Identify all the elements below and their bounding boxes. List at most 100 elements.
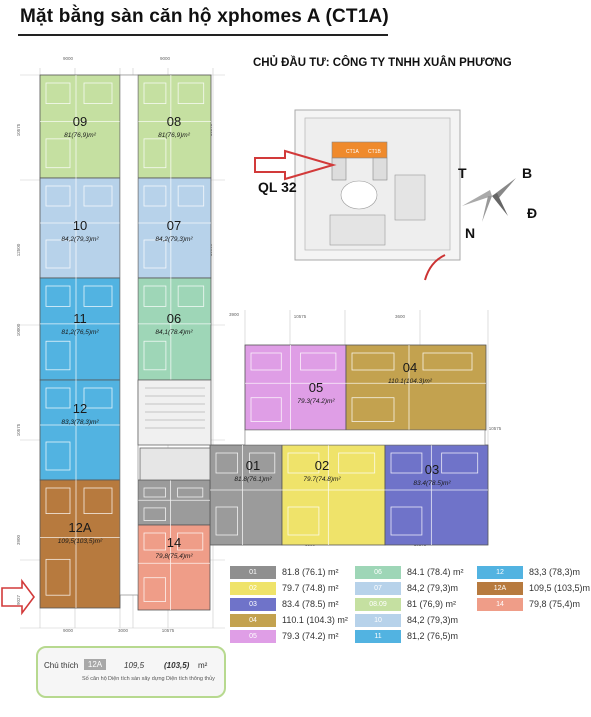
dimension-label: 10575	[294, 314, 307, 319]
key-net: (103,5)	[164, 661, 190, 670]
room-outline	[287, 452, 320, 474]
room-outline	[250, 397, 282, 422]
compass-label: B	[522, 165, 532, 181]
building-wing	[372, 157, 388, 181]
dimension-label: 3900	[229, 312, 240, 317]
dimension-label: 10575	[16, 423, 21, 436]
compass-label: T	[458, 165, 467, 181]
building-ct1-highlight	[331, 141, 388, 159]
legend-swatch: 08.09	[355, 597, 401, 611]
apartment-labels: 0981(76,9)m²0881(76,9)m²1084,2(79,3)m²07…	[58, 114, 452, 560]
apartment-05-label: 05	[309, 380, 323, 395]
corridor	[119, 74, 139, 596]
page-title: Mặt bằng sàn căn hộ xphomes A (CT1A)	[20, 6, 389, 27]
room-outline	[287, 506, 320, 536]
apartment-02-block	[281, 444, 386, 546]
dimension-label: 10575	[489, 426, 502, 431]
compass-icon	[492, 193, 508, 216]
room-outline	[83, 387, 113, 409]
corridor	[244, 429, 486, 446]
zone-label: CT1B	[368, 149, 381, 155]
apartment-12A-area: 109,5(103,5)m²	[58, 538, 103, 545]
dimension-label: 3900	[16, 534, 21, 545]
courtyard	[340, 180, 378, 210]
apartment-08-area: 81(76,9)m²	[158, 132, 191, 139]
apartment-01-label: 01	[246, 458, 260, 473]
room-outline	[143, 285, 167, 307]
apartment-11-label: 11	[73, 311, 87, 326]
legend-swatch: 12	[477, 565, 523, 579]
dimension-label: 3600	[395, 314, 406, 319]
apartment-12A-block	[39, 479, 121, 609]
apartment-09-area: 81(76,9)m²	[64, 132, 97, 139]
apartment-01-block	[137, 479, 211, 526]
legend-text: 79.7 (74.8) m²	[282, 583, 339, 593]
room-outline	[215, 506, 239, 536]
room-outline	[177, 185, 205, 207]
compass-label: Đ	[527, 205, 537, 221]
room-outline	[250, 352, 282, 371]
legend-swatch: 06	[355, 565, 401, 579]
room-outline	[83, 487, 113, 515]
legend-text: 81 (76,9) m²	[407, 599, 457, 609]
room-outline	[441, 452, 479, 474]
dimension-label: 12500	[16, 243, 21, 256]
legend-text: 79.3 (74.2) m²	[282, 631, 339, 641]
apartment-03-block	[384, 444, 489, 546]
key-sub-net: Diện tích thông thủy	[166, 676, 215, 682]
dimension-label: 9027	[16, 594, 21, 605]
compass-icon	[482, 196, 492, 222]
room-outline	[390, 506, 423, 536]
apartment-12-label: 12	[73, 401, 87, 416]
room-outline	[45, 185, 71, 207]
apartment-01-area: 81.8(76.1)m²	[234, 476, 272, 483]
dimension-label: 10575	[16, 123, 21, 136]
dimension-label: 3000	[118, 628, 129, 633]
legend-text: 83,3 (78,3)m	[529, 567, 581, 577]
legend-swatch: 05	[230, 629, 276, 643]
room-outline	[300, 352, 337, 371]
legend-swatch: 01	[230, 565, 276, 579]
apartment-05-block	[244, 344, 347, 431]
road-arrow-icon	[254, 149, 337, 181]
key-title: Chú thích	[44, 661, 79, 670]
apartment-08-label: 08	[167, 114, 181, 129]
apartment-09-block	[39, 74, 121, 179]
apartment-02-area: 79.7(74.8)m²	[303, 476, 341, 483]
room-outline	[83, 185, 113, 207]
room-outline	[83, 82, 113, 105]
stair-core	[137, 379, 212, 446]
room-outline	[143, 82, 167, 105]
apartment-14-block	[137, 524, 211, 611]
key-unit: m²	[198, 661, 208, 670]
legend-text: 83.4 (78.5) m²	[282, 599, 339, 609]
key-area: 109,5	[124, 661, 145, 670]
apartment-14-area: 79,8(75,4)m²	[155, 553, 193, 560]
legend-swatch: 10	[355, 613, 401, 627]
apartment-04-label: 04	[403, 360, 417, 375]
apartment-07-area: 84,2(79,3)m²	[155, 236, 193, 243]
room-outline	[143, 138, 167, 169]
room-outline	[83, 285, 113, 307]
legend-text: 109,5 (103,5)m	[529, 583, 591, 593]
compass-icon	[492, 178, 516, 199]
room-outline	[177, 532, 204, 551]
legend-swatch: 03	[230, 597, 276, 611]
apartment-07-block	[137, 177, 212, 279]
room-outline	[45, 441, 71, 471]
apartment-12-area: 83,3(78,3)m²	[61, 419, 99, 426]
room-outline	[351, 352, 395, 371]
building-core	[1, 74, 486, 616]
apartment-blocks	[39, 74, 489, 611]
legend-swatch: 07	[355, 581, 401, 595]
apartment-10-label: 10	[73, 218, 87, 233]
apartment-14-label: 14	[167, 535, 181, 550]
apartment-12A-label: 12A	[68, 520, 91, 535]
dimension-label: 9000	[63, 628, 74, 633]
legend-swatch: 14	[477, 597, 523, 611]
